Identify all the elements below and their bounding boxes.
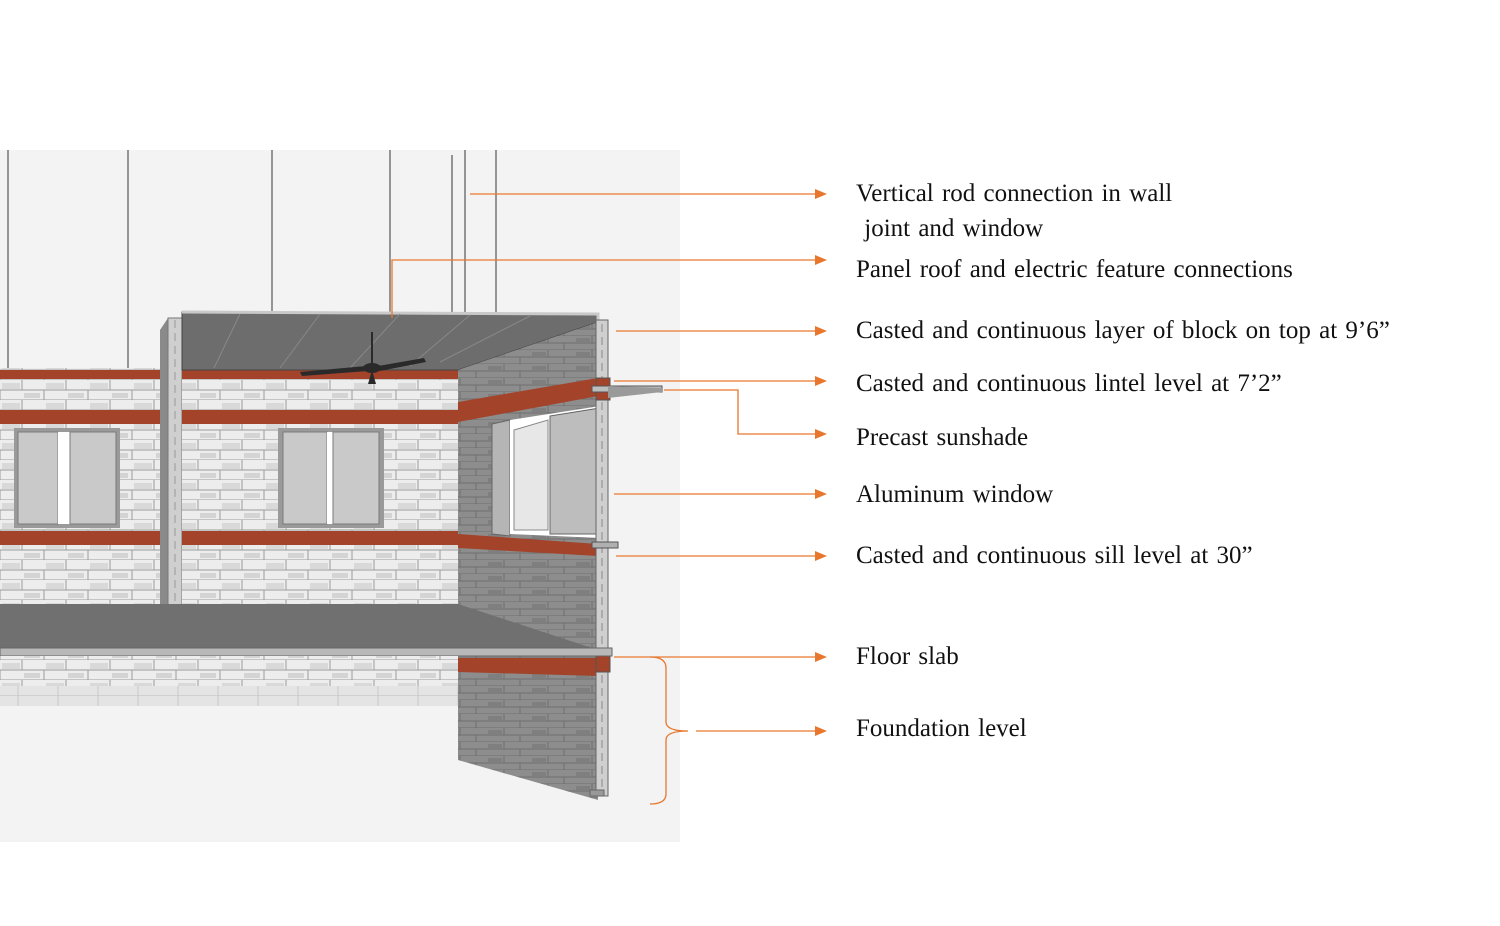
back-wall [182,368,458,604]
vertical-rods [7,150,497,368]
partition-column [160,317,183,653]
ceiling-fan-icon [300,332,426,384]
label-sill: Casted and continuous sill level at 30” [856,542,1253,569]
label-lintel: Casted and continuous lintel level at 7’… [856,370,1282,397]
label-sunshade: Precast sunshade [856,424,1029,451]
label-panel-roof: Panel roof and electric feature connecti… [856,256,1293,283]
label-window: Aluminum window [856,481,1054,508]
label-top-layer: Casted and continuous layer of block on … [856,317,1390,344]
leader-lines [391,189,827,805]
label-vertical-rod-line1: Vertical rod connection in wall [856,180,1173,207]
label-vertical-rod-line2: joint and window [856,215,1044,242]
label-floor-slab: Floor slab [856,643,959,670]
floor-slab [0,604,613,706]
label-foundation: Foundation level [856,715,1027,742]
wall-section-column [589,319,663,797]
right-wall [458,322,601,800]
left-wall [0,368,160,608]
roof-panel [181,310,600,384]
